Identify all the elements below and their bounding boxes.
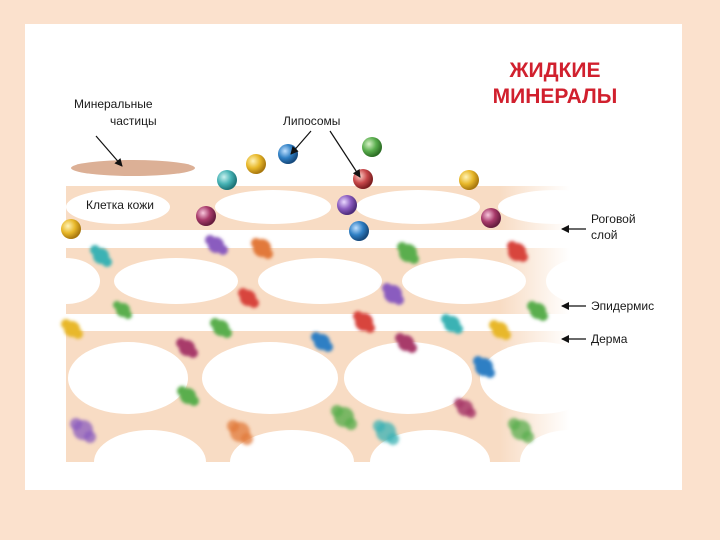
label-mineral-particles-1: Минеральные	[74, 97, 153, 111]
mineral-particle	[382, 283, 404, 305]
mineral-particle	[251, 238, 273, 259]
mineral-particle	[70, 418, 96, 443]
title-line-2: МИНЕРАЛЫ	[492, 85, 618, 108]
mineral-particle	[205, 235, 228, 255]
mineral-particle	[395, 333, 417, 353]
mineral-particle	[441, 314, 463, 334]
mineral-particle	[508, 418, 534, 443]
mineral-particle	[489, 320, 511, 340]
pointer-arrows	[95, 130, 586, 343]
liposome	[217, 170, 237, 190]
mineral-particle	[454, 398, 476, 418]
mineral-particles-layer	[71, 160, 195, 176]
mineral-particle	[113, 301, 132, 319]
mineral-particle	[473, 356, 495, 378]
mineral-particle	[176, 338, 198, 358]
label-stratum-corneum-2: слой	[591, 228, 618, 242]
label-liposomes: Липосомы	[283, 114, 341, 128]
label-skin-cell: Клетка кожи	[86, 198, 154, 212]
mineral-particle	[527, 301, 548, 321]
mineral-particle	[507, 241, 528, 262]
arrow-liposome-blue	[290, 130, 312, 155]
mineral-particle	[90, 245, 112, 267]
mineral-particle	[177, 386, 199, 406]
mineral-particle	[311, 332, 333, 352]
liposome	[459, 170, 479, 190]
mineral-particle	[353, 311, 375, 333]
liposome	[246, 154, 266, 174]
label-epidermis: Эпидермис	[591, 299, 655, 313]
liposomes	[61, 137, 501, 241]
liposome	[61, 219, 81, 239]
title-line-1: ЖИДКИЕ	[509, 59, 601, 82]
mineral-particle	[331, 405, 357, 430]
label-mineral-particles-2: частицы	[110, 114, 157, 128]
mineral-particle	[238, 288, 259, 308]
diagram-title: ЖИДКИЕ МИНЕРАЛЫ	[470, 58, 640, 110]
arrow-liposome-red	[329, 130, 361, 178]
mineral-particles	[61, 235, 548, 445]
liposome	[337, 195, 357, 215]
liposome	[362, 137, 382, 157]
label-dermis: Дерма	[591, 332, 628, 346]
mineral-particle	[61, 319, 83, 339]
label-stratum-corneum-1: Роговой	[591, 212, 636, 226]
arrow-mineral-particles	[95, 135, 123, 167]
liposome	[349, 221, 369, 241]
mineral-particle	[210, 318, 232, 338]
liposome	[353, 169, 373, 189]
mineral-particle	[227, 420, 253, 445]
liposome	[481, 208, 501, 228]
liposome	[278, 144, 298, 164]
liposome	[196, 206, 216, 226]
mineral-particle	[373, 420, 399, 445]
mineral-particle	[397, 242, 419, 264]
